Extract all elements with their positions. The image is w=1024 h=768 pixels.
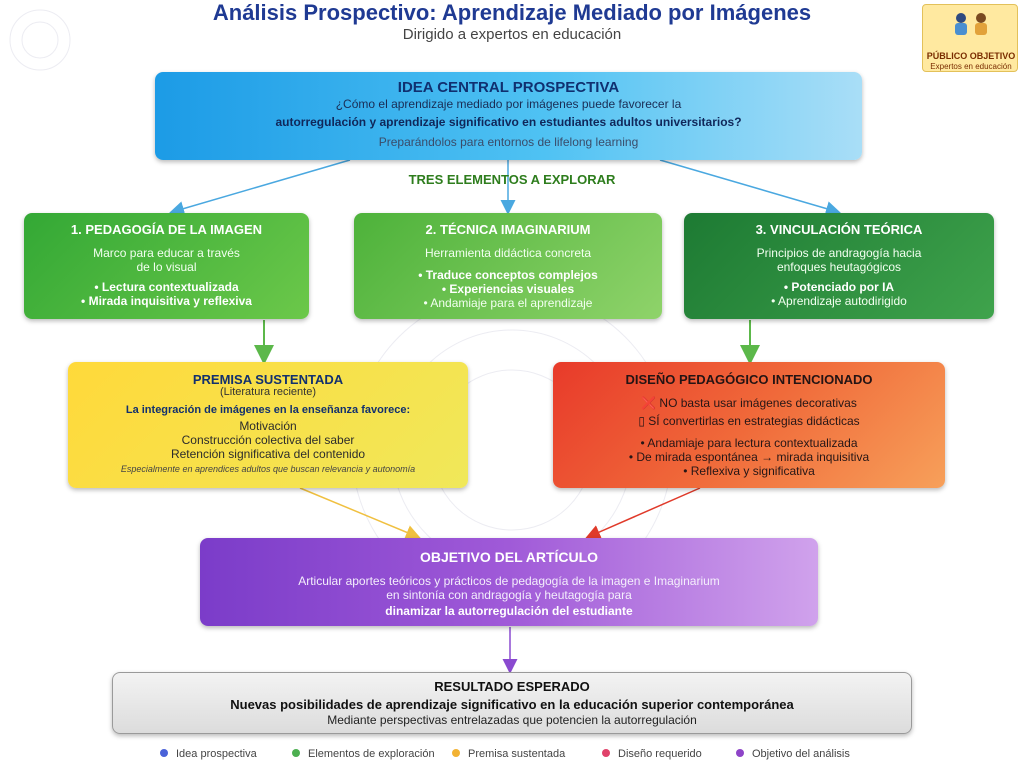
legend-dot (292, 749, 300, 757)
arrow-premisa-to-objetivo (299, 487, 421, 540)
people-icon (955, 13, 987, 35)
element-pedagogia-box: 1. PEDAGOGÍA DE LA IMAGEN Marco para edu… (24, 213, 309, 319)
diseno-no-line: ❌ NO basta usar imágenes decorativas (641, 396, 857, 410)
idea-question-line1: ¿Cómo el aprendizaje mediado por imágene… (335, 97, 682, 111)
legend-label: Idea prospectiva (176, 748, 257, 760)
premisa-box: PREMISA SUSTENTADA (Literatura reciente)… (68, 362, 468, 488)
element-desc-line1: Herramienta didáctica concreta (424, 246, 592, 260)
premisa-subtitle: (Literatura reciente) (220, 386, 316, 398)
three-elements-label: TRES ELEMENTOS A EXPLORAR (408, 172, 616, 187)
legend-item: Premisa sustentada (452, 748, 565, 760)
element-bullet: • Lectura contextualizada (94, 280, 239, 294)
premisa-note: Especialmente en aprendices adultos que … (120, 464, 416, 474)
element-desc-line1: Principios de andragogía hacia (756, 246, 922, 260)
premisa-item: Motivación (239, 419, 297, 433)
diseno-box: DISEÑO PEDAGÓGICO INTENCIONADO ❌ NO bast… (553, 362, 945, 488)
diseno-item: • De mirada espontánea → mirada inquisit… (628, 450, 870, 464)
objetivo-box: OBJETIVO DEL ARTÍCULO Articular aportes … (200, 538, 818, 626)
element-title: 2. TÉCNICA IMAGINARIUM (425, 222, 591, 237)
objetivo-line2: en sintonía con andragogía y heutagogía … (386, 588, 632, 602)
legend-dot (452, 749, 460, 757)
legend-item: Objetivo del análisis (736, 748, 850, 760)
legend-item: Idea prospectiva (160, 748, 257, 760)
legend-item: Diseño requerido (602, 748, 702, 760)
diseno-item: • Andamiaje para lectura contextualizada (640, 436, 858, 450)
idea-question-line2: autorregulación y aprendizaje significat… (275, 115, 742, 129)
element-desc-line1: Marco para educar a través (93, 246, 240, 260)
element-bullet: • Aprendizaje autodirigido (771, 294, 907, 308)
resultado-box: RESULTADO ESPERADO Nuevas posibilidades … (112, 672, 912, 734)
legend-item: Elementos de exploración (292, 748, 435, 760)
legend-label: Premisa sustentada (468, 748, 566, 760)
legend: Idea prospectiva Elementos de exploració… (0, 748, 1024, 766)
legend-dot (160, 749, 168, 757)
legend-label: Diseño requerido (618, 748, 702, 760)
idea-central-box: IDEA CENTRAL PROSPECTIVA ¿Cómo el aprend… (155, 72, 862, 160)
legend-label: Objetivo del análisis (752, 748, 850, 760)
element-imaginarium-box: 2. TÉCNICA IMAGINARIUM Herramienta didác… (354, 213, 662, 319)
legend-label: Elementos de exploración (308, 748, 435, 760)
element-bullet: • Mirada inquisitiva y reflexiva (81, 294, 252, 308)
element-title: 3. VINCULACIÓN TEÓRICA (755, 222, 923, 237)
element-desc-line2: de lo visual (136, 260, 197, 274)
target-audience-badge: PÚBLICO OBJETIVO Expertos en educación (922, 4, 1018, 72)
legend-dot (602, 749, 610, 757)
element-bullet: • Traduce conceptos complejos (418, 268, 598, 282)
idea-note: Preparándolos para entornos de lifelong … (378, 135, 639, 149)
resultado-line2: Mediante perspectivas entrelazadas que p… (327, 713, 697, 727)
diseno-yes-line: ▯ SÍ convertirlas en estrategias didácti… (638, 414, 860, 428)
element-desc-line2: enfoques heutagógicos (776, 260, 902, 274)
idea-title: IDEA CENTRAL PROSPECTIVA (397, 79, 620, 96)
resultado-line1: Nuevas posibilidades de aprendizaje sign… (230, 697, 794, 712)
objetivo-title: OBJETIVO DEL ARTÍCULO (419, 549, 599, 565)
objetivo-line3: dinamizar la autorregulación del estudia… (385, 604, 633, 618)
page-title: Análisis Prospectivo: Aprendizaje Mediad… (212, 0, 812, 25)
objetivo-line1: Articular aportes teóricos y prácticos d… (298, 574, 720, 588)
premisa-title: PREMISA SUSTENTADA (192, 372, 344, 387)
legend-dot (736, 749, 744, 757)
element-vinculacion-box: 3. VINCULACIÓN TEÓRICA Principios de and… (684, 213, 994, 319)
page-subtitle: Dirigido a expertos en educación (402, 26, 622, 43)
arrow-diseno-to-objetivo (585, 487, 701, 540)
element-title: 1. PEDAGOGÍA DE LA IMAGEN (70, 222, 263, 237)
premisa-item: Retención significativa del contenido (170, 447, 366, 461)
diseno-item: • Reflexiva y significativa (683, 464, 815, 478)
premisa-heading: La integración de imágenes en la enseñan… (125, 404, 411, 416)
badge-subtitle: Expertos en educación (930, 62, 1012, 71)
diseno-title: DISEÑO PEDAGÓGICO INTENCIONADO (625, 372, 873, 387)
element-bullet: • Andamiaje para el aprendizaje (423, 296, 593, 310)
resultado-title: RESULTADO ESPERADO (434, 679, 590, 694)
element-bullet: • Experiencias visuales (441, 282, 575, 296)
element-bullet: • Potenciado por IA (783, 280, 895, 294)
badge-title: PÚBLICO OBJETIVO (926, 51, 1016, 61)
premisa-item: Construcción colectiva del saber (181, 433, 355, 447)
